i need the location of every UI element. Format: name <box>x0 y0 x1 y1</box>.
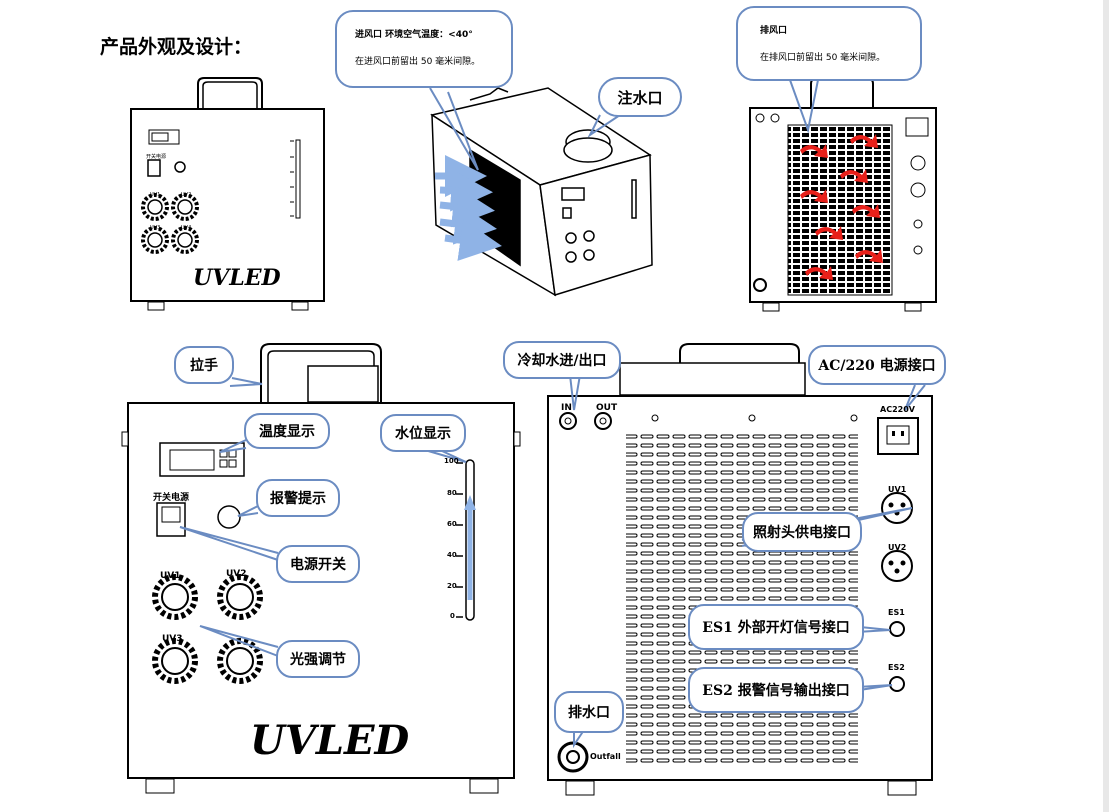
temp-display-callout: 温度显示 <box>244 413 330 449</box>
scale-40: 40 <box>447 551 457 559</box>
handle-callout: 拉手 <box>174 346 234 384</box>
es2-port-label: ES2 <box>888 663 905 672</box>
scale-0: 0 <box>450 612 455 620</box>
page-scroll-edge <box>1103 0 1109 812</box>
outlet-title: 排风口 <box>760 26 788 36</box>
scale-100: 100 <box>444 457 459 465</box>
svg-text:UV1: UV1 <box>150 192 160 198</box>
inlet-note: 在进风口前留出 50 毫米间隙。 <box>355 56 481 67</box>
small-rear-view <box>749 77 937 312</box>
inlet-env-text: 环境空气温度：<40° <box>385 30 473 40</box>
es1-port-label: ES1 <box>888 608 905 617</box>
svg-text:UV4: UV4 <box>181 225 191 231</box>
section-heading: 产品外观及设计： <box>100 36 253 58</box>
alarm-callout: 报警提示 <box>256 479 340 517</box>
head-power-callout: 照射头供电接口 <box>742 512 862 552</box>
svg-text:开关电源: 开关电源 <box>146 153 166 160</box>
es2-callout: ES2 报警信号输出接口 <box>688 667 864 713</box>
water-level-callout: 水位显示 <box>380 414 466 452</box>
rear-uv2-label: UV2 <box>888 543 907 552</box>
svg-text:UV2: UV2 <box>181 192 191 198</box>
ac-power-callout: AC/220 电源接口 <box>808 345 946 385</box>
uv2-label: UV2 <box>226 569 247 579</box>
ac220-label: AC220V <box>880 405 915 414</box>
power-switch-callout: 电源开关 <box>276 545 360 583</box>
inlet-callout: 进风口 环境空气温度：<40° 在进风口前留出 50 毫米间隙。 <box>335 10 513 88</box>
svg-text:UV3: UV3 <box>150 225 160 231</box>
inlet-title: 进风口 <box>355 30 383 40</box>
light-adjust-callout: 光强调节 <box>276 640 360 678</box>
uv1-label: UV1 <box>160 571 181 581</box>
scale-80: 80 <box>447 489 457 497</box>
scale-20: 20 <box>447 582 457 590</box>
large-front-view: UVLED <box>121 343 521 794</box>
outfall-label: Outfall <box>590 752 621 761</box>
rear-uv1-label: UV1 <box>888 485 907 494</box>
small-front-view: UVLED 开关电源 UV1 UV2 UV3 UV4 <box>130 77 325 311</box>
es1-callout: ES1 外部开灯信号接口 <box>688 604 864 650</box>
fill-port-callout: 注水口 <box>598 77 682 117</box>
power-switch-label: 开关电源 <box>153 493 190 503</box>
svg-text:UVLED: UVLED <box>193 265 281 291</box>
drain-callout: 排水口 <box>554 691 624 733</box>
out-label: OUT <box>596 403 618 413</box>
outlet-callout: 排风口 在排风口前留出 50 毫米间隙。 <box>736 6 922 81</box>
svg-text:UVLED: UVLED <box>250 717 410 764</box>
outlet-note: 在排风口前留出 50 毫米间隙。 <box>760 52 886 63</box>
cooling-water-callout: 冷却水进/出口 <box>503 341 621 379</box>
scale-60: 60 <box>447 520 457 528</box>
uv3-label: UV3 <box>162 634 183 644</box>
intake-arrows <box>435 155 502 261</box>
in-label: IN <box>561 403 572 413</box>
large-rear-view <box>547 343 933 796</box>
